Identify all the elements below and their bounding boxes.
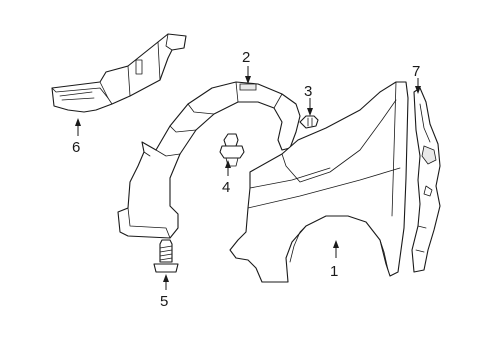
callout-6: 6 [72,139,80,156]
part-1-fender [229,81,409,283]
arrow-1 [333,240,339,248]
part-3-screw [299,115,319,129]
arrow-7 [415,86,421,94]
callout-4: 4 [222,179,230,196]
arrow-4 [225,160,231,168]
callout-2: 2 [242,49,250,66]
callout-1: 1 [330,263,338,280]
arrow-3 [307,108,313,116]
part-7-apron [411,87,441,273]
part-2-wheel-liner [117,81,301,239]
arrow-6 [75,118,81,126]
callout-3: 3 [304,83,312,100]
callout-labels: 1 2 3 4 5 6 7 [72,49,420,310]
callout-5: 5 [160,293,168,310]
arrow-2 [245,76,251,84]
arrow-5 [163,274,169,282]
part-5-bolt [153,239,179,273]
part-6-bracket [51,33,187,113]
callout-7: 7 [412,63,420,80]
leader-lines [75,66,421,290]
part-4-retainer [219,133,245,167]
